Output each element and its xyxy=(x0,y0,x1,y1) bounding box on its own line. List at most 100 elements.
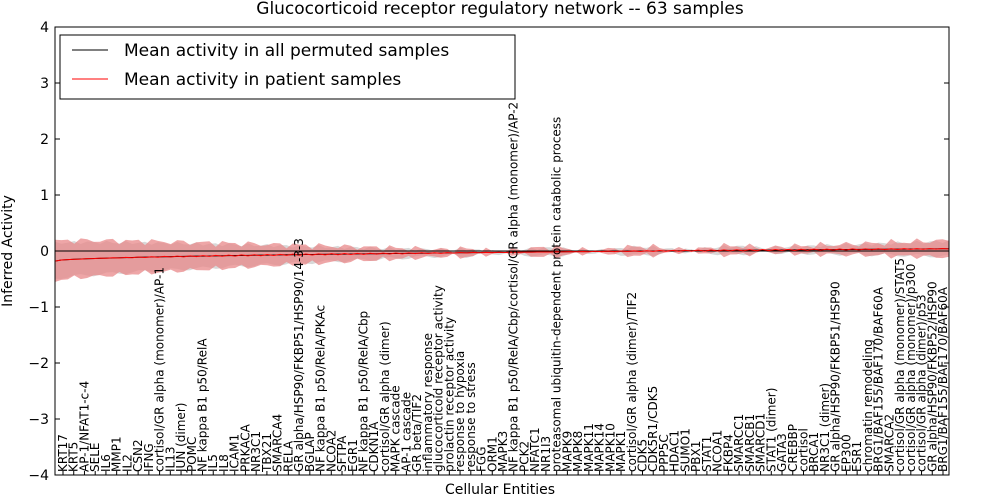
x-tick-label: SELE xyxy=(88,443,102,472)
x-tick-label: KRT17 xyxy=(56,434,70,472)
x-tick-label: PBX1 xyxy=(689,441,703,472)
x-tick-label: MAPK9 xyxy=(560,431,574,472)
x-tick-label: POMC xyxy=(185,437,199,472)
x-tick-label: KRT5 xyxy=(67,442,81,472)
x-tick-label: MAPK3 xyxy=(496,431,510,472)
x-tick-label: NFATC1 xyxy=(528,427,542,472)
y-tick-label: 0 xyxy=(40,244,49,260)
patient-band xyxy=(55,238,949,283)
x-tick-label: BRCA1 xyxy=(807,432,821,472)
x-tick-label: GR alpha/HSP90/FKBP51/HSP90 xyxy=(829,281,843,472)
x-tick-label: SUMO1 xyxy=(678,428,692,472)
legend: Mean activity in all permuted samples Me… xyxy=(59,34,516,100)
x-tick-label: NCOA2 xyxy=(324,430,338,472)
x-tick-label: GATA3 xyxy=(775,433,789,472)
x-tick-label: inflammatory response xyxy=(421,333,435,472)
x-tick-label: EGR1 xyxy=(346,439,360,472)
x-tick-label: CREBBP xyxy=(786,424,800,472)
x-tick-label: MAPK cascade xyxy=(389,385,403,472)
x-tick-label: SMARCA2 xyxy=(882,414,896,472)
x-tick-label: response to hypoxia xyxy=(453,351,467,472)
y-tick-label: −3 xyxy=(28,412,49,428)
x-axis-label: Cellular Entities xyxy=(445,482,555,498)
x-tick-label: AP-1/NFAT1-c-4 xyxy=(77,381,91,472)
x-tick-label: ESR1 xyxy=(850,441,864,472)
legend-label-patient: Mean activity in patient samples xyxy=(124,70,401,90)
x-tick-label: PCK2 xyxy=(517,441,531,472)
x-tick-label: SMARCB1 xyxy=(743,414,757,472)
x-tick-label: NR3C1 (dimer) xyxy=(818,383,832,472)
legend-label-permuted: Mean activity in all permuted samples xyxy=(124,41,449,61)
x-tick-label: glucocorticoid receptor activity xyxy=(432,285,446,472)
x-tick-label: JUN (dimer) xyxy=(174,403,188,473)
x-tick-label: NR3C1 xyxy=(249,431,263,472)
x-tick-label: FGG xyxy=(475,447,489,473)
x-tick-label: SMARCA4 xyxy=(271,414,285,472)
x-tick-label: AP-1 cascade xyxy=(399,392,413,472)
x-tick-label: cortisol/GR alpha (dimer)/p53 xyxy=(915,294,929,472)
x-tick-label: FKBP4 xyxy=(721,434,735,472)
y-tick-label: 3 xyxy=(40,76,49,92)
x-tick-label: cortisol/GR alpha (dimer) xyxy=(378,321,392,472)
y-tick-label: −1 xyxy=(28,300,49,316)
x-tick-label: IL13 xyxy=(163,447,177,473)
x-tick-label: BRG1/BAF155/BAF170/BAF60A xyxy=(936,286,950,472)
legend-box xyxy=(59,34,516,100)
y-tick-label: −4 xyxy=(28,468,49,484)
x-tick-label: NF kappa B1 p50/RelA xyxy=(196,338,210,472)
x-tick-label: cortisol/GR alpha (monomer)/STAT5 xyxy=(893,258,907,472)
x-tick-label: GR beta/TIF2 xyxy=(410,394,424,472)
x-tick-label: BRG1/BAF155/BAF170/BAF60A xyxy=(872,286,886,472)
x-tick-label: MAPK10 xyxy=(603,423,617,472)
x-tick-label: TBX21 xyxy=(260,433,274,473)
x-tick-label: ORM1 xyxy=(485,436,499,472)
x-tick-label: RELA xyxy=(281,440,295,472)
x-tick-label: IL5 xyxy=(206,454,220,472)
y-tick-label: 1 xyxy=(40,188,49,204)
x-tick-label: MAPK11 xyxy=(582,423,596,472)
x-tick-label: MAPK1 xyxy=(614,431,628,472)
x-tick-label: MAPK8 xyxy=(571,431,585,472)
x-tick-label: prolactin receptor activity xyxy=(442,317,456,472)
x-tick-label: chromatin remodeling xyxy=(861,339,875,472)
x-tick-label: IL8 xyxy=(217,454,231,472)
x-tick-label: CDK5 xyxy=(636,439,650,472)
x-tick-label: response to stress xyxy=(464,362,478,472)
x-tick-label: NF kappa B1 p50/RelA/PKAc xyxy=(314,305,328,472)
x-tick-label: cortisol xyxy=(796,428,810,472)
x-tick-label: GR alpha/HSP90/FKBP52/HSP90 xyxy=(925,281,939,472)
x-tick-label: NR1I3 xyxy=(539,436,553,472)
x-tick-label: NCOA1 xyxy=(711,430,725,472)
x-tick-label: PRKACA xyxy=(238,423,252,472)
chart-title: Glucocorticoid receptor regulatory netwo… xyxy=(256,0,744,19)
y-tick-label: 2 xyxy=(40,132,49,148)
x-tick-label: STAT1 xyxy=(700,436,714,472)
plot-area xyxy=(54,238,950,283)
x-tick-label: proteasomal ubiquitin-dependent protein … xyxy=(550,117,564,472)
x-tick-label: cortisol/GR alpha (monomer)/p300 xyxy=(904,264,918,472)
x-tick-label: cortisol/GR alpha (dimer)/TIF2 xyxy=(625,292,639,472)
x-tick-label: SFTPA xyxy=(335,435,349,472)
x-tick-label: GR alpha/HSP90/FKBP51/HSP90/14-3-3 xyxy=(292,238,306,472)
x-tick-label: NF kappa B1 p50/RelA/Cbp xyxy=(356,311,370,472)
x-tick-label: PPP5C xyxy=(657,434,671,472)
y-tick-label: 4 xyxy=(40,20,49,36)
x-tick-label: IL2 xyxy=(120,454,134,472)
x-axis: KRT17KRT5AP-1/NFAT1-c-4SELEIL6MMP1IL2CSN… xyxy=(56,102,950,475)
x-tick-label: BGLAP xyxy=(303,432,317,472)
x-tick-label: MAPK14 xyxy=(593,423,607,472)
x-tick-label: HDAC1 xyxy=(668,430,682,472)
x-tick-label: CDK5R1/CDK5 xyxy=(646,386,660,472)
x-tick-label: ICAM1 xyxy=(228,434,242,472)
x-tick-label: SMARCC1 xyxy=(732,414,746,472)
x-tick-label: SMARCD1 xyxy=(754,413,768,472)
x-tick-label: STAT1 (dimer) xyxy=(764,388,778,472)
x-tick-label: CDKN1A xyxy=(367,421,381,472)
x-tick-label: MMP1 xyxy=(110,436,124,472)
series-line-patient xyxy=(54,248,950,262)
y-axis-label: Inferred Activity xyxy=(0,195,16,307)
x-tick-label: NF kappa B1 p50/RelA/Cbp/cortisol/GR alp… xyxy=(507,102,521,472)
x-tick-label: IFNG xyxy=(142,443,156,472)
